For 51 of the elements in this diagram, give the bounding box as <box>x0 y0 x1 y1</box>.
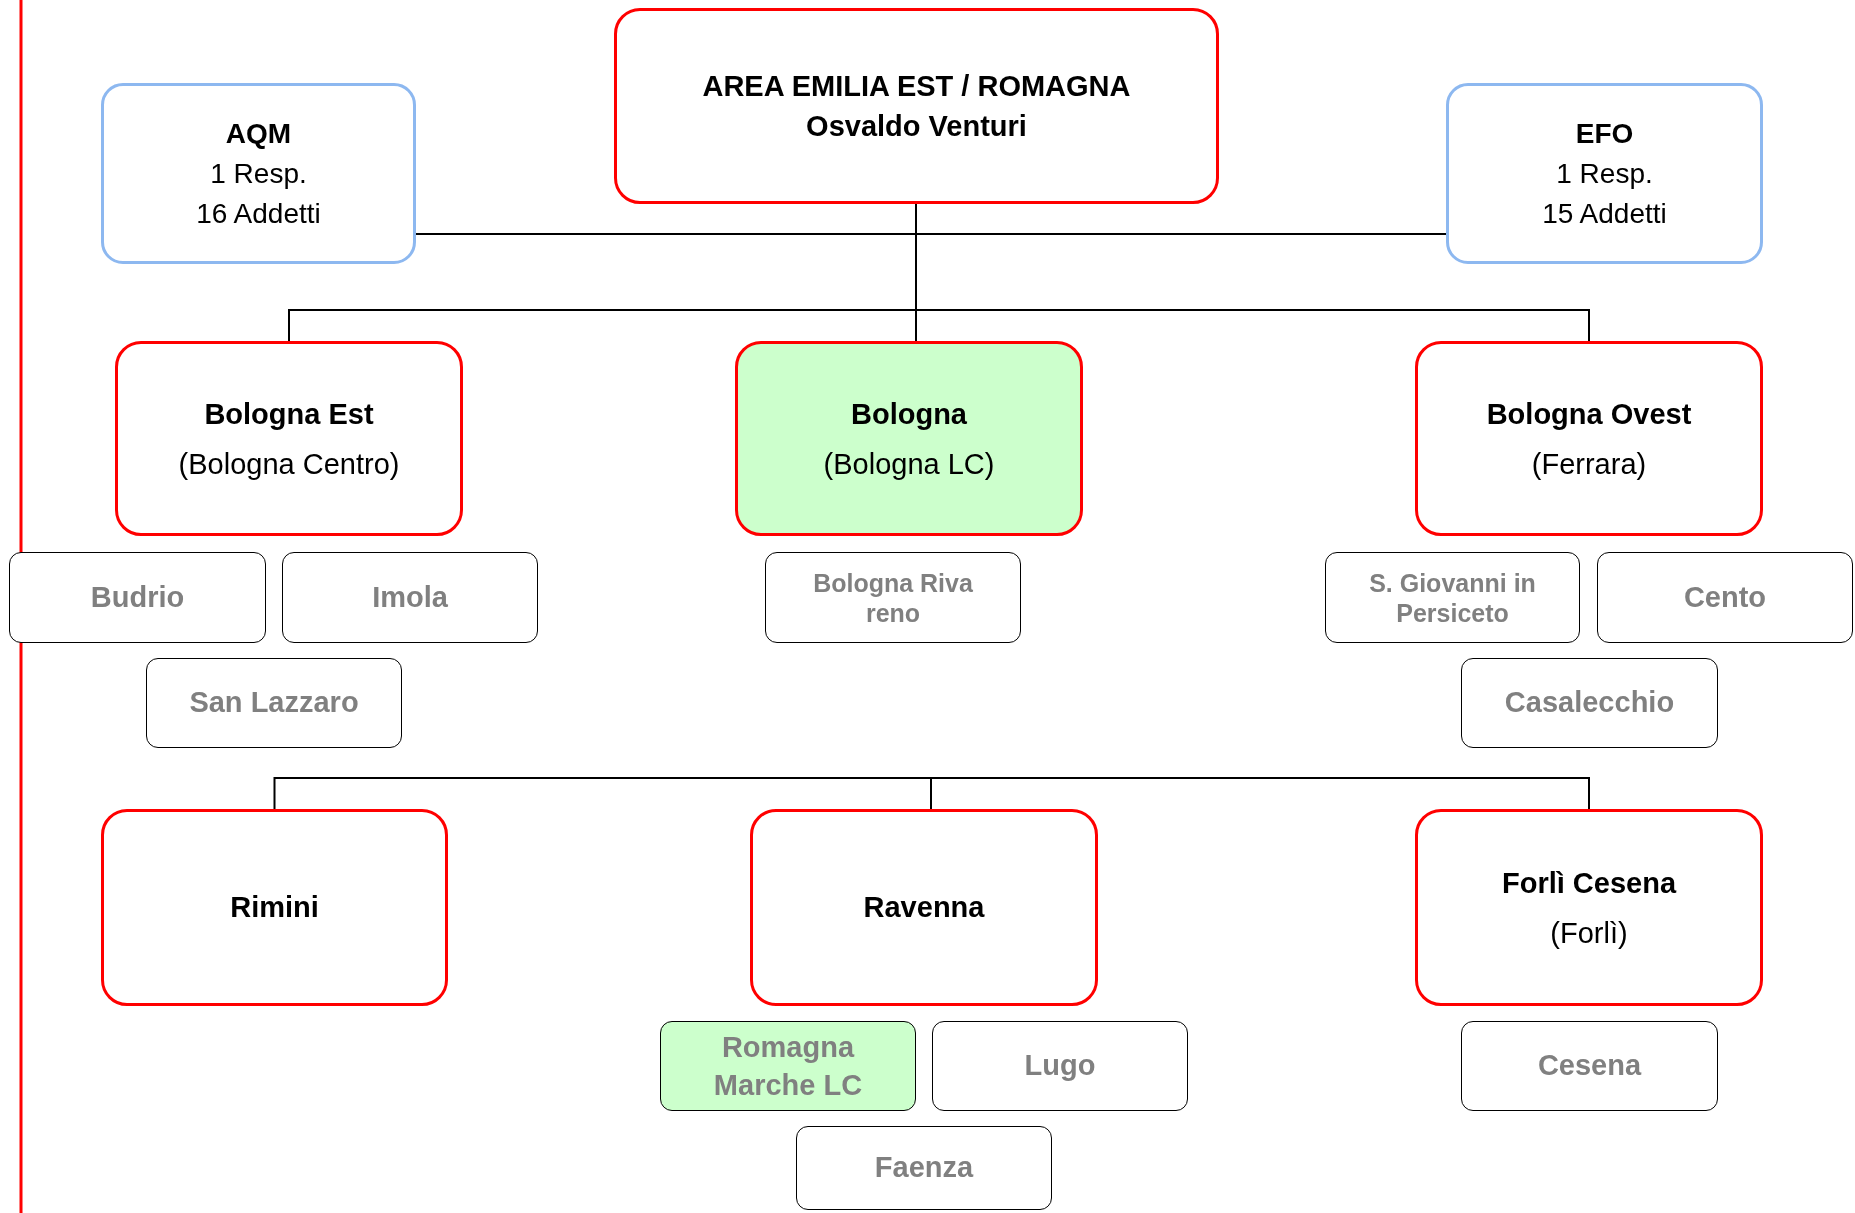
unit-detail: (Forlì) <box>1550 915 1628 951</box>
unit-name: Bologna <box>851 396 967 432</box>
unit-name: Lugo <box>1024 1049 1096 1083</box>
org-unit-box <box>101 809 448 1006</box>
unit-detail: 16 Addetti <box>196 196 321 231</box>
unit-name: Bologna Riva reno <box>812 567 974 628</box>
unit-detail: (Bologna Centro) <box>178 446 400 482</box>
unit-name: San Lazzaro <box>189 686 359 720</box>
office-box <box>660 1021 916 1111</box>
unit-name: Casalecchio <box>1504 686 1675 720</box>
office-box <box>765 552 1021 643</box>
unit-name: Faenza <box>874 1151 974 1185</box>
office-box <box>1461 658 1718 748</box>
unit-name: Rimini <box>230 891 319 924</box>
unit-name: Imola <box>372 580 448 615</box>
office-box <box>1461 1021 1718 1111</box>
office-box <box>282 552 538 643</box>
unit-name: EFO <box>1575 116 1634 151</box>
unit-name: Ravenna <box>863 891 985 924</box>
org-unit-box <box>1415 809 1763 1006</box>
connector-line <box>930 777 1590 810</box>
unit-name: Bologna Est <box>204 396 374 432</box>
unit-name: Cento <box>1683 580 1767 615</box>
org-unit-box <box>614 8 1219 204</box>
unit-detail: Osvaldo Venturi <box>806 109 1027 144</box>
office-box <box>932 1021 1188 1111</box>
staff-unit-box <box>1446 83 1763 264</box>
office-box <box>1325 552 1580 643</box>
staff-unit-box <box>101 83 416 264</box>
unit-detail: 1 Resp. <box>210 156 307 191</box>
office-box <box>146 658 402 748</box>
org-unit-box <box>750 809 1098 1006</box>
org-unit-box <box>1415 341 1763 536</box>
unit-name: Bologna Ovest <box>1486 396 1692 432</box>
unit-name: Budrio <box>90 580 185 615</box>
unit-detail: 15 Addetti <box>1542 196 1667 231</box>
org-unit-box <box>115 341 463 536</box>
unit-name: AQM <box>225 116 292 151</box>
unit-detail: (Ferrara) <box>1531 446 1647 482</box>
unit-name: AREA EMILIA EST / ROMAGNA <box>702 69 1131 104</box>
unit-name: Romagna Marche LC <box>712 1030 864 1103</box>
office-box <box>1597 552 1853 643</box>
unit-detail: (Bologna LC) <box>823 446 995 482</box>
unit-detail: 1 Resp. <box>1556 156 1653 191</box>
unit-name: Forlì Cesena <box>1501 865 1677 901</box>
unit-name: Cesena <box>1537 1049 1642 1083</box>
connector-line <box>273 777 932 810</box>
office-box <box>9 552 266 643</box>
office-box <box>796 1126 1052 1210</box>
org-unit-box <box>735 341 1083 536</box>
unit-name: S. Giovanni in Persiceto <box>1368 567 1537 628</box>
